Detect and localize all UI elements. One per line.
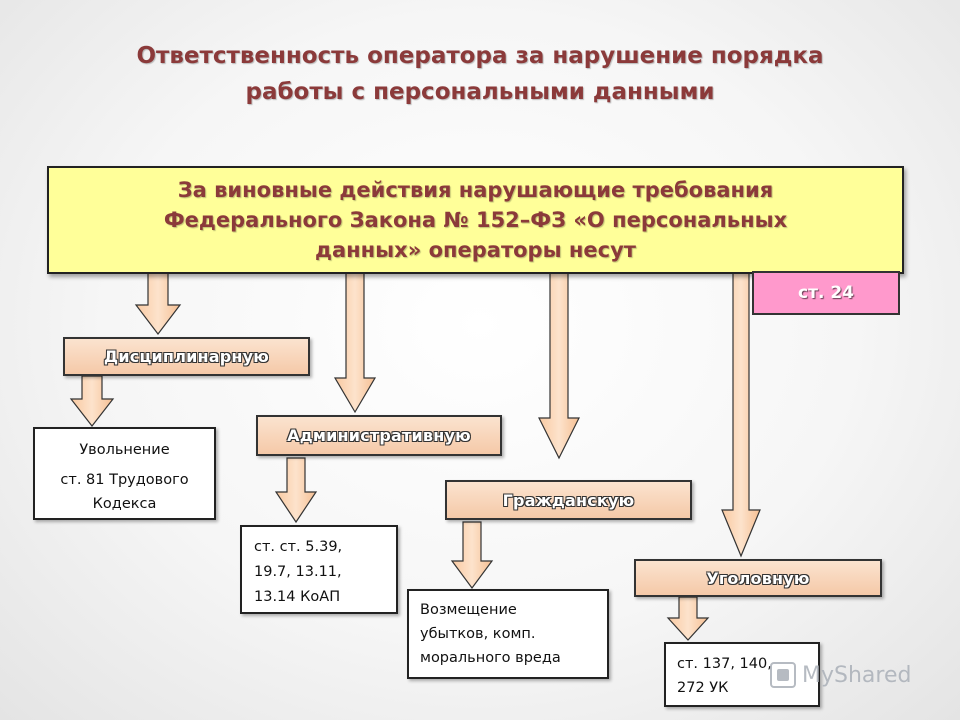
arrow-to-disciplinary: [134, 269, 182, 335]
result-disciplinary: Увольнение ст. 81 Трудового Кодекса: [33, 427, 216, 520]
result-criminal-line-2: 272 УК: [677, 680, 729, 696]
title-line-1: Ответственность оператора за нарушение п…: [136, 43, 824, 69]
main-statement-text: За виновные действия нарушающие требован…: [164, 175, 787, 265]
result-disciplinary-line-3: Кодекса: [92, 496, 157, 512]
watermark-text: MyShared: [802, 662, 912, 688]
result-civil: Возмещение убытков, комп. морального вре…: [407, 589, 609, 679]
result-disciplinary-line-2: ст. 81 Трудового: [60, 472, 189, 488]
main-line-2: Федерального Закона № 152–ФЗ «О персонал…: [163, 208, 788, 232]
arrow-to-criminal: [721, 269, 761, 558]
main-line-1: За виновные действия нарушающие требован…: [177, 178, 774, 202]
category-criminal: Уголовную: [634, 559, 882, 597]
arrow-to-civil: [538, 269, 580, 460]
title-line-2: работы с персональными данными: [245, 79, 715, 105]
watermark: MyShared: [770, 655, 940, 695]
result-criminal: ст. 137, 140, 272 УК: [664, 642, 820, 707]
result-administrative: ст. ст. 5.39, 19.7, 13.11, 13.14 КоАП: [240, 525, 398, 614]
result-civil-line-3: морального вреда: [420, 650, 561, 666]
result-civil-line-2: убытков, комп.: [420, 626, 536, 642]
arrow-criminal-result: [666, 596, 710, 641]
main-statement-box: За виновные действия нарушающие требован…: [47, 166, 904, 274]
result-administrative-line-2: 19.7, 13.11,: [254, 564, 342, 580]
arrow-civil-result: [450, 521, 494, 590]
result-criminal-line-1: ст. 137, 140,: [677, 656, 772, 672]
main-line-3: данных» операторы несут: [315, 238, 636, 262]
myshared-logo-icon: [770, 662, 796, 688]
result-administrative-line-3: 13.14 КоАП: [254, 589, 341, 605]
result-disciplinary-line-1: Увольнение: [79, 442, 170, 458]
arrow-administrative-result: [274, 457, 318, 524]
result-administrative-line-1: ст. ст. 5.39,: [254, 539, 343, 555]
arrow-to-administrative: [333, 269, 377, 414]
page-title: Ответственность оператора за нарушение п…: [60, 38, 900, 110]
arrow-disciplinary-result: [69, 375, 115, 427]
category-disciplinary: Дисциплинарную: [63, 337, 310, 376]
category-administrative: Административную: [256, 415, 502, 456]
result-civil-line-1: Возмещение: [420, 602, 517, 618]
article-badge: ст. 24: [752, 271, 900, 315]
category-civil: Гражданскую: [445, 480, 692, 520]
